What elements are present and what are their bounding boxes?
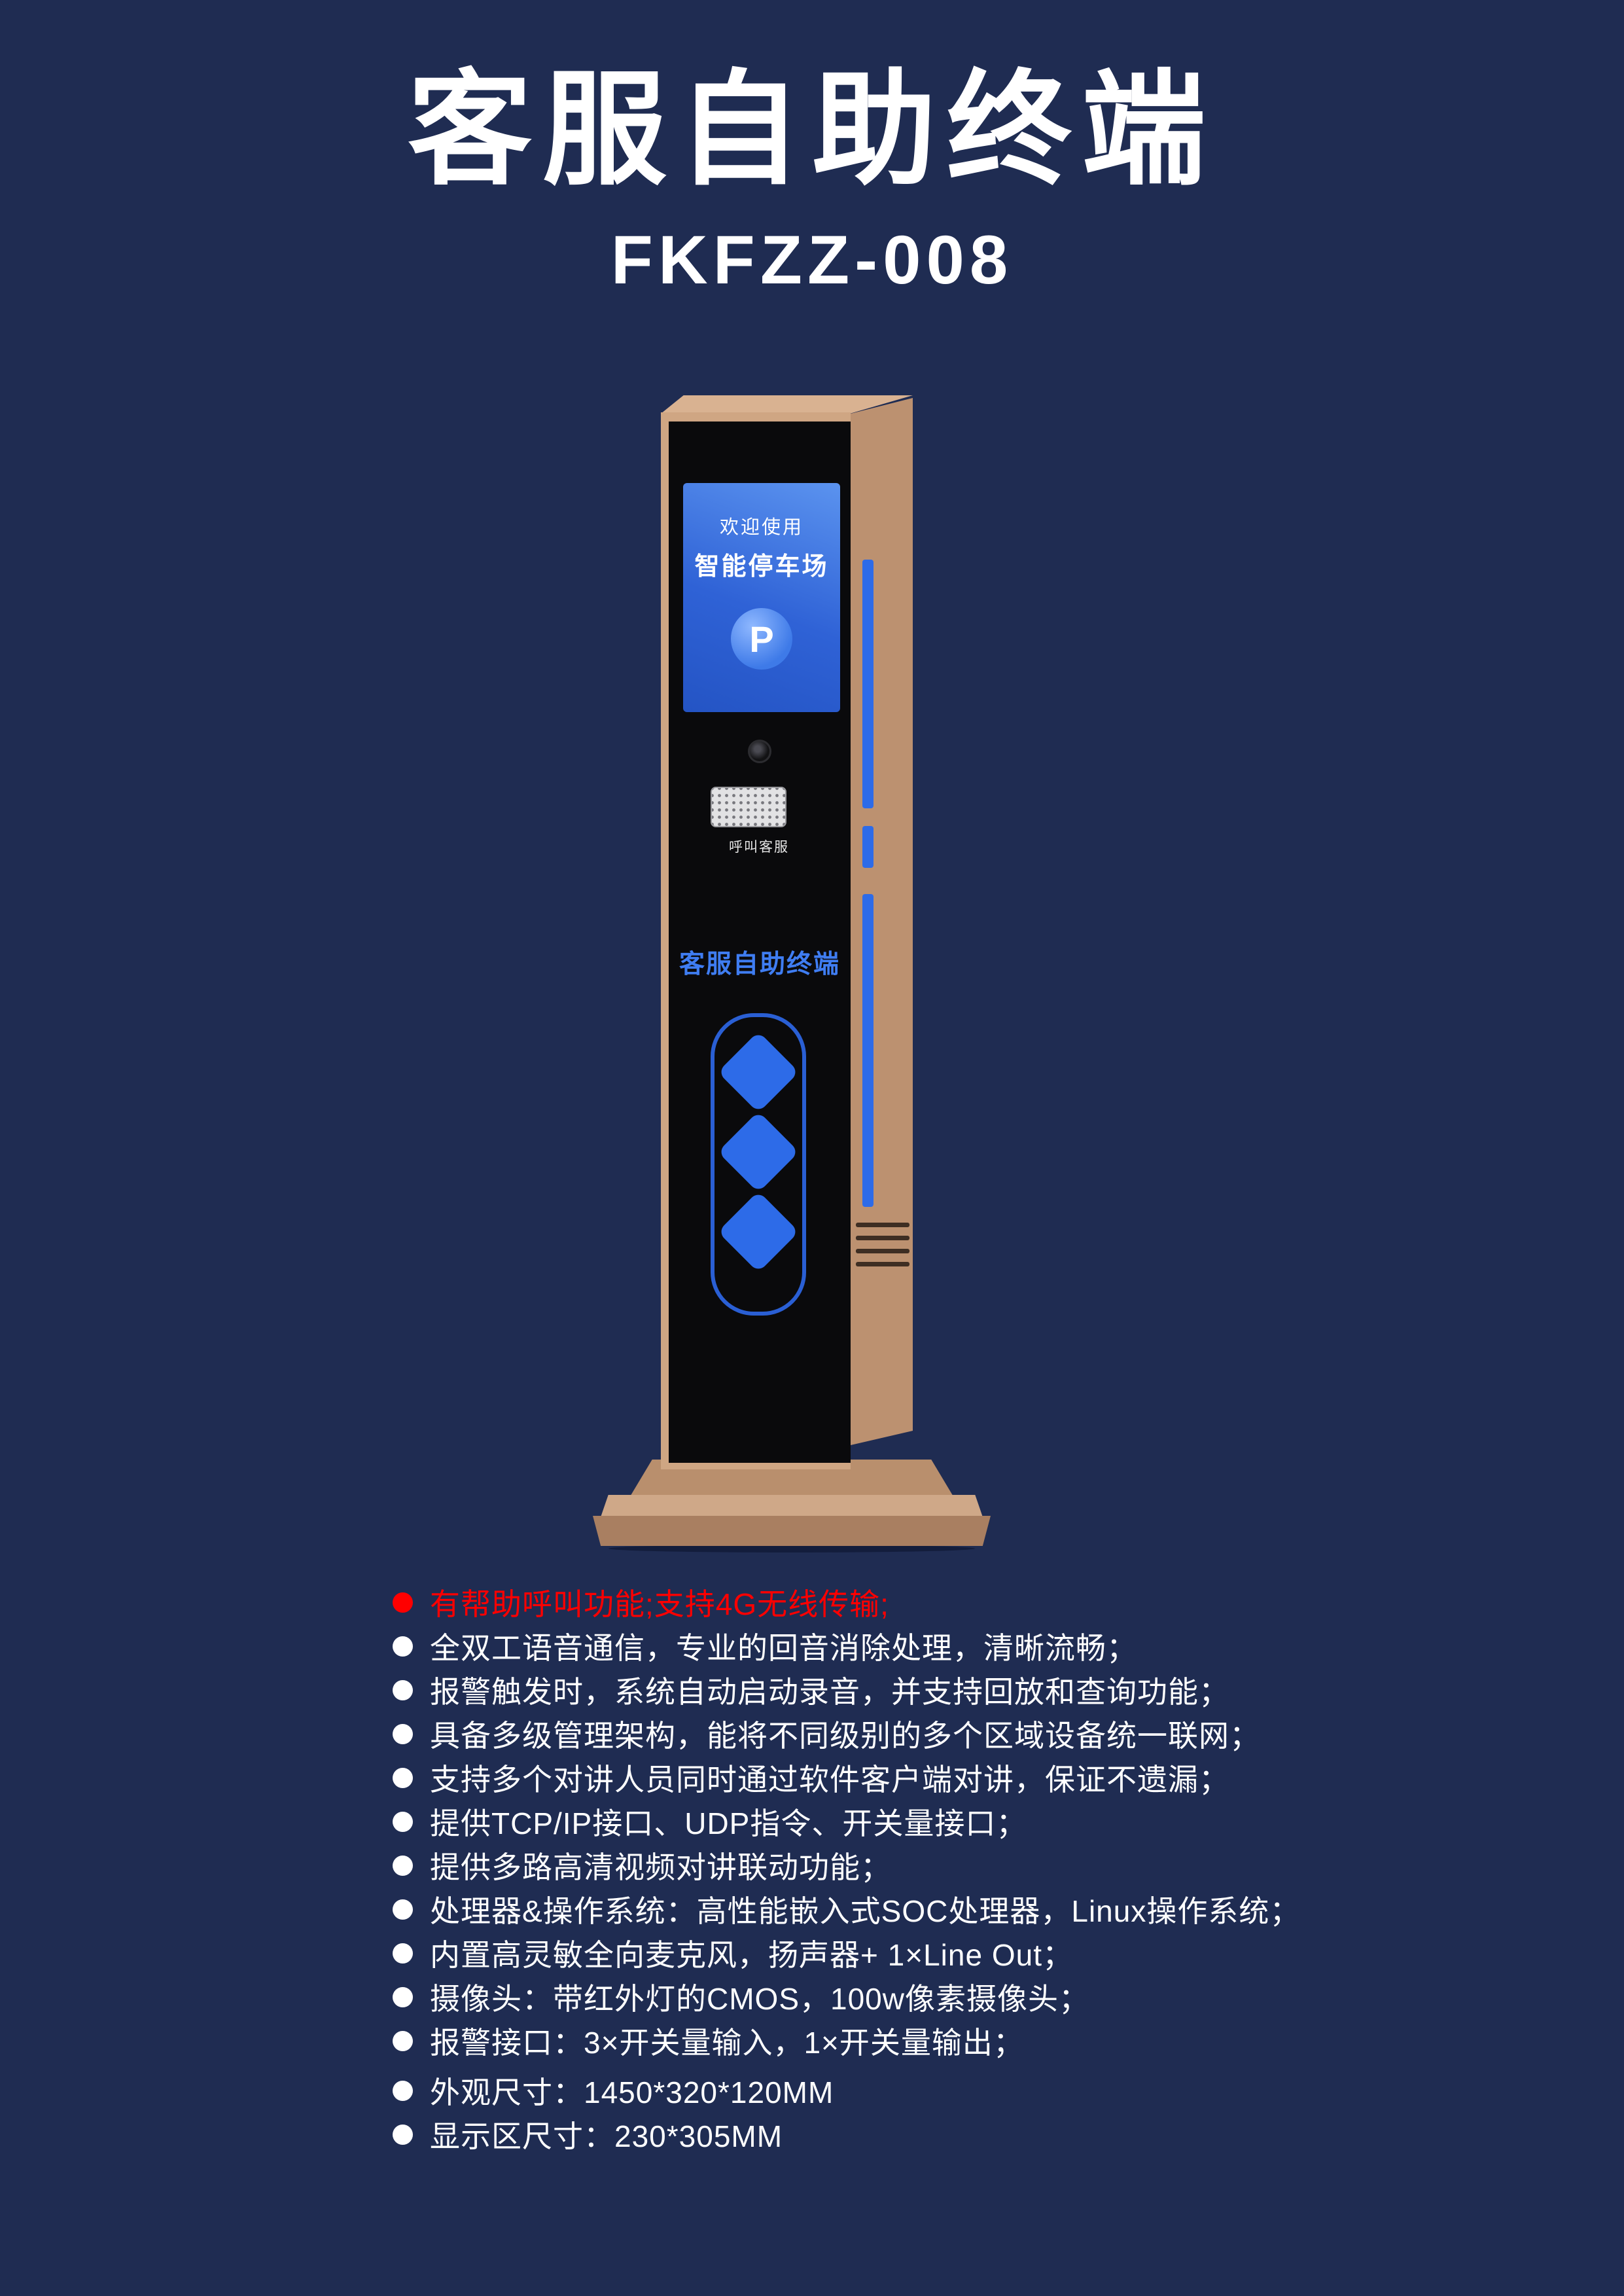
speaker-vents-icon <box>856 1223 909 1275</box>
bullet-icon <box>393 2080 413 2101</box>
bullet-icon <box>393 2030 413 2051</box>
kiosk-screen: 欢迎使用 智能停车场 P <box>683 483 840 712</box>
header: 客服自助终端 FKFZZ-008 <box>0 65 1624 300</box>
feature-list: 有帮助呼叫功能;支持4G无线传输; 全双工语音通信，专业的回音消除处理，清晰流畅… <box>393 1587 1300 2069</box>
kiosk-base-front <box>593 1516 991 1546</box>
list-item: 报警触发时，系统自动启动录音，并支持回放和查询功能； <box>393 1674 1300 1709</box>
intercom-speaker-icon <box>711 787 786 827</box>
bullet-icon <box>393 1767 413 1788</box>
item-text: 摄像头：带红外灯的CMOS，100w像素摄像头； <box>430 1982 1089 2016</box>
call-service-label: 呼叫客服 <box>729 840 789 855</box>
bullet-icon <box>393 2124 413 2145</box>
screen-parking-title: 智能停车场 <box>694 553 829 581</box>
list-item: 报警接口：3×开关量输入，1×开关量输出； <box>393 2025 1300 2060</box>
diamond-button-frame <box>711 1013 806 1316</box>
list-item: 摄像头：带红外灯的CMOS，100w像素摄像头； <box>393 1981 1300 2016</box>
item-text: 外观尺寸：1450*320*120MM <box>430 2075 834 2109</box>
led-strip-icon <box>862 894 874 1207</box>
item-text: 有帮助呼叫功能;支持4G无线传输; <box>430 1587 889 1621</box>
bullet-icon <box>393 1986 413 2007</box>
list-item: 处理器&操作系统：高性能嵌入式SOC处理器，Linux操作系统； <box>393 1893 1300 1928</box>
kiosk-base-shadow <box>609 1545 975 1552</box>
list-item: 提供TCP/IP接口、UDP指令、开关量接口； <box>393 1806 1300 1840</box>
item-text: 报警触发时，系统自动启动录音，并支持回放和查询功能； <box>430 1675 1229 1709</box>
bullet-icon <box>393 1811 413 1832</box>
list-item: 具备多级管理架构，能将不同级别的多个区域设备统一联网； <box>393 1718 1300 1753</box>
list-item: 提供多路高清视频对讲联动功能； <box>393 1850 1300 1884</box>
parking-icon: P <box>731 608 792 670</box>
page-title: 客服自助终端 <box>407 61 1216 200</box>
item-text: 提供多路高清视频对讲联动功能； <box>430 1850 891 1884</box>
bullet-icon <box>393 1855 413 1876</box>
item-text: 提供TCP/IP接口、UDP指令、开关量接口； <box>430 1806 1027 1840</box>
model-number: FKFZZ-008 <box>610 221 1014 298</box>
list-item: 内置高灵敏全向麦克风，扬声器+ 1×Line Out； <box>393 1937 1300 1972</box>
kiosk-panel-title: 客服自助终端 <box>679 950 840 978</box>
list-item: 有帮助呼叫功能;支持4G无线传输; <box>393 1587 1300 1621</box>
bullet-icon <box>393 1723 413 1744</box>
list-item: 支持多个对讲人员同时通过软件客户端对讲，保证不遗漏； <box>393 1762 1300 1797</box>
kiosk-base-top <box>601 1495 983 1517</box>
item-text: 显示区尺寸：230*305MM <box>430 2119 783 2153</box>
item-text: 具备多级管理架构，能将不同级别的多个区域设备统一联网； <box>430 1719 1260 1753</box>
kiosk-illustration: 欢迎使用 智能停车场 P 呼叫客服 客服自助终端 <box>589 386 1008 1564</box>
spec-list: 外观尺寸：1450*320*120MM 显示区尺寸：230*305MM <box>393 2075 834 2162</box>
bullet-icon <box>393 1943 413 1964</box>
list-item: 外观尺寸：1450*320*120MM <box>393 2075 834 2109</box>
item-text: 支持多个对讲人员同时通过软件客户端对讲，保证不遗漏； <box>430 1763 1229 1797</box>
item-text: 报警接口：3×开关量输入，1×开关量输出； <box>430 2026 1024 2060</box>
item-text: 内置高灵敏全向麦克风，扬声器+ 1×Line Out； <box>430 1938 1073 1972</box>
screen-welcome-text: 欢迎使用 <box>719 517 803 538</box>
bullet-icon <box>393 1679 413 1700</box>
list-item: 全双工语音通信，专业的回音消除处理，清晰流畅； <box>393 1630 1300 1665</box>
led-strip-icon <box>862 560 874 808</box>
list-item: 显示区尺寸：230*305MM <box>393 2119 834 2153</box>
camera-icon <box>748 740 771 763</box>
bullet-icon <box>393 1899 413 1920</box>
item-text: 处理器&操作系统：高性能嵌入式SOC处理器，Linux操作系统； <box>430 1894 1301 1928</box>
led-strip-icon <box>862 826 874 868</box>
item-text: 全双工语音通信，专业的回音消除处理，清晰流畅； <box>430 1631 1137 1665</box>
bullet-icon <box>393 1592 413 1613</box>
bullet-icon <box>393 1636 413 1657</box>
kiosk-side-panel <box>851 398 913 1445</box>
